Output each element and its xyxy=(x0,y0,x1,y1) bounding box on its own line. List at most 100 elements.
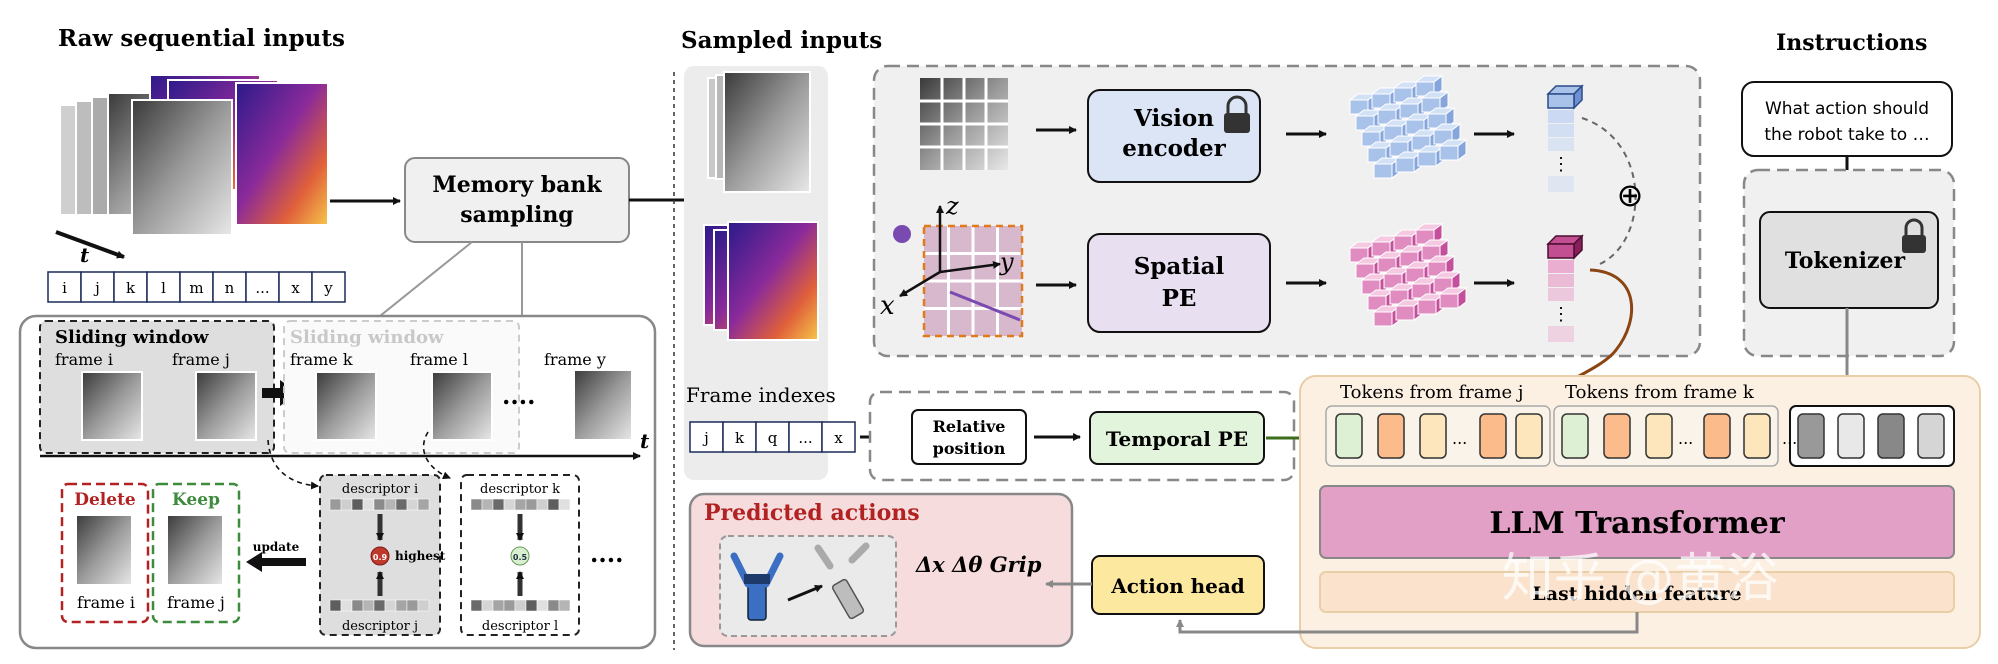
similarity-high-value: 0.9 xyxy=(373,553,388,562)
svg-text:⋮: ⋮ xyxy=(1552,304,1570,325)
descriptor-cell xyxy=(503,599,516,612)
descriptor-cell xyxy=(362,498,375,511)
descriptor-cell xyxy=(373,599,386,612)
frame-index-cell-label: x xyxy=(834,429,843,447)
frame-index-cell-label: ... xyxy=(798,429,812,447)
descriptor-cell xyxy=(525,498,538,511)
token xyxy=(1603,413,1631,459)
heading-instructions: Instructions xyxy=(1776,30,1927,56)
token xyxy=(1703,413,1731,459)
sampled-depth-stack xyxy=(703,221,819,341)
raw-frame-cell-label: ... xyxy=(255,279,269,297)
frame-y-thumb xyxy=(573,369,633,441)
token xyxy=(1377,413,1405,459)
deleted-frame-label: frame i xyxy=(77,593,135,612)
temporal-pe-label: Temporal PE xyxy=(1106,427,1248,451)
descriptor-cell xyxy=(384,599,397,612)
sampled-rgb-stack xyxy=(707,71,811,193)
descriptor-cell xyxy=(329,498,342,511)
raw-frame-cell xyxy=(245,271,280,303)
descriptor-cell xyxy=(395,599,408,612)
descriptor-cell xyxy=(536,599,549,612)
action-head-label: Action head xyxy=(1110,574,1245,598)
instruction-line1: What action should xyxy=(1765,99,1929,119)
descriptor-cell xyxy=(503,498,516,511)
frame-j-thumb xyxy=(195,371,257,441)
descriptor-cell xyxy=(340,599,353,612)
frame-index-cell-label: q xyxy=(768,429,778,447)
tokens-from-k-label: Tokens from frame k xyxy=(1565,382,1755,403)
frame-index-cell xyxy=(689,421,724,453)
descriptor-cell xyxy=(547,599,560,612)
temporal-pe-box xyxy=(1089,411,1265,465)
instruction-line2: the robot take to … xyxy=(1764,125,1929,145)
raw-frame-cell xyxy=(113,271,148,303)
frame-l-label: frame l xyxy=(410,350,468,369)
tokenizer-label: Tokenizer xyxy=(1785,248,1906,274)
vision-token-column: ⋮ xyxy=(1546,84,1584,192)
descriptor-ellipsis: .... xyxy=(590,539,623,568)
action-formula: Δx Δθ Grip xyxy=(915,552,1042,577)
descriptor-j-label: descriptor j xyxy=(342,619,418,634)
tokenizer-box xyxy=(1759,211,1939,309)
descriptor-cell xyxy=(492,599,505,612)
axis-x-arrow xyxy=(899,270,941,298)
window-ellipsis: .... xyxy=(502,381,535,410)
raw-frame-cell xyxy=(47,271,82,303)
descriptor-cell xyxy=(481,599,494,612)
descriptor-l-bar xyxy=(470,599,571,612)
token xyxy=(1743,413,1771,459)
descriptor-cell xyxy=(351,599,364,612)
relative-position-line1: Relative xyxy=(933,417,1006,436)
keep-label: Keep xyxy=(172,490,220,510)
raw-frame-cell-label: l xyxy=(161,279,166,297)
deleted-frame-thumb xyxy=(75,514,133,586)
token-ellipsis: ... xyxy=(1678,429,1693,448)
memory-bank-line1: Memory bank xyxy=(432,172,602,198)
axis-y-arrow xyxy=(939,260,1001,274)
watermark: 知乎 @黄浴 xyxy=(1502,549,1779,609)
last-hidden-feature-label: Last hidden feature xyxy=(1532,583,1741,605)
raw-frame-cell-label: i xyxy=(62,279,67,297)
descriptor-cell xyxy=(395,498,408,511)
raw-frame-cell xyxy=(212,271,247,303)
window-time-label: t xyxy=(640,429,650,453)
predicted-actions-title: Predicted actions xyxy=(704,500,920,526)
heading-sampled-inputs: Sampled inputs xyxy=(681,27,882,54)
frame-index-cell-label: k xyxy=(735,429,745,447)
raw-frame-cell-label: j xyxy=(93,279,100,297)
image-patch-grid xyxy=(920,78,1008,170)
memory-bank-box xyxy=(404,157,630,243)
raw-frame-cell xyxy=(179,271,214,303)
token xyxy=(1515,413,1543,459)
descriptor-cell xyxy=(558,599,571,612)
token xyxy=(1917,413,1945,459)
sliding-window-title: Sliding window xyxy=(55,327,209,348)
frame-index-cell xyxy=(755,421,790,453)
token-ellipsis: ... xyxy=(1782,429,1797,448)
frame-index-cell-label: j xyxy=(702,429,709,447)
descriptor-cell xyxy=(373,498,386,511)
llm-transformer-box xyxy=(1319,485,1955,559)
axis-z-label: z xyxy=(945,192,959,220)
descriptor-cell xyxy=(417,599,430,612)
descriptor-k-label: descriptor k xyxy=(480,482,560,497)
arrow-hidden-to-action-head xyxy=(1176,612,1639,634)
kept-frame-label: frame j xyxy=(167,593,225,612)
axis-y-label: y xyxy=(999,248,1014,276)
frame-l-thumb xyxy=(431,371,493,441)
vision-encoder-line1: Vision xyxy=(1133,105,1214,132)
frame-index-cell xyxy=(821,421,856,453)
time-label: t xyxy=(80,243,90,267)
spatial-pe-box xyxy=(1087,233,1271,333)
descriptor-cell xyxy=(340,498,353,511)
spatial-pe-line2: PE xyxy=(1162,285,1197,312)
raw-frame-cell-label: y xyxy=(323,279,333,297)
frame-y-label: frame y xyxy=(544,350,606,369)
svg-text:⋮: ⋮ xyxy=(1552,154,1570,175)
descriptor-cell xyxy=(384,498,397,511)
llm-transformer-label: LLM Transformer xyxy=(1489,506,1785,541)
gripper-after-icon xyxy=(814,542,870,620)
spatial-token-column: ⋮ xyxy=(1546,234,1584,342)
